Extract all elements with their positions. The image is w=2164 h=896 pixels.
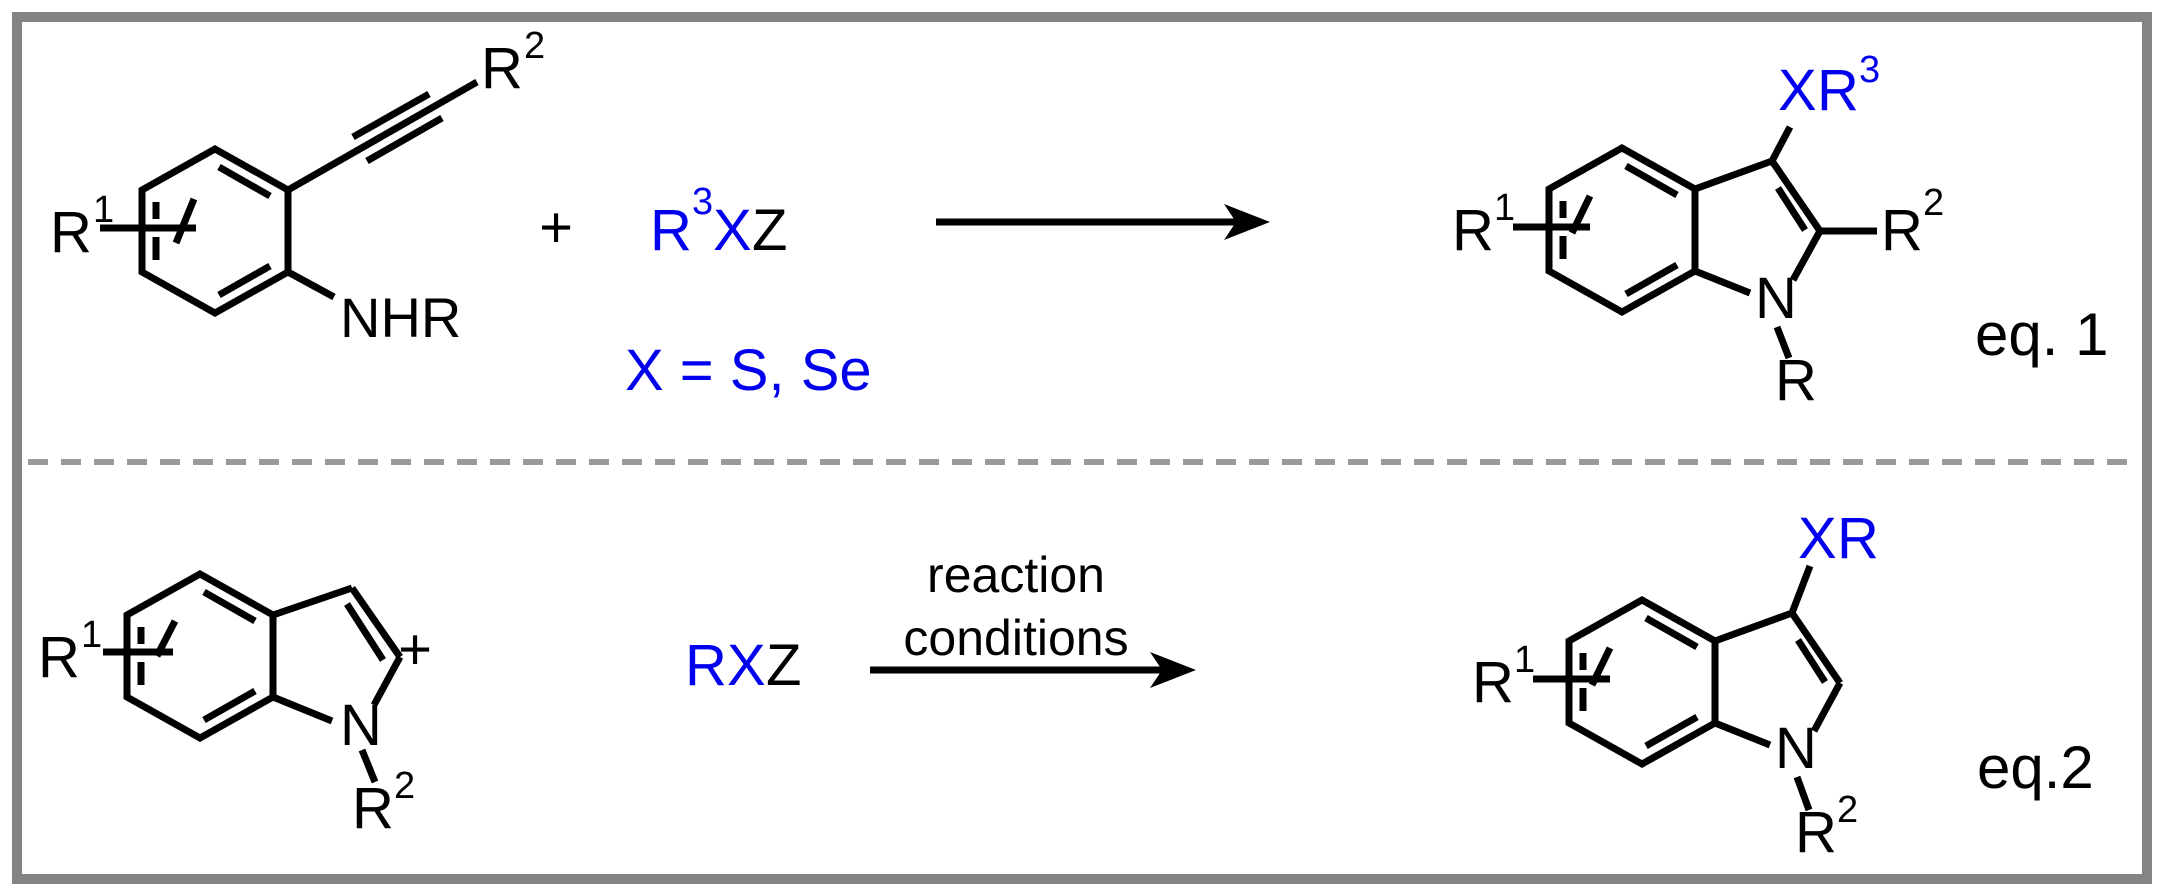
c7a-n-bond [1713, 719, 1772, 749]
c3-c2-bond [1789, 611, 1843, 685]
product-x-label: X [1798, 506, 1837, 571]
r1-superscript: 1 [93, 189, 114, 231]
reagent-rxz: R X Z [685, 633, 801, 698]
product-x-label: X [1778, 58, 1817, 123]
plus-sign: + [539, 195, 573, 260]
product-r3-label: R [1817, 58, 1859, 123]
aromatic-double-bond-line [217, 262, 272, 299]
c7a-n-bond [271, 693, 334, 725]
c3-x-bond [1768, 125, 1794, 163]
aromatic-double-bond-line [1644, 614, 1699, 651]
c7a-n-bond [1693, 267, 1752, 297]
panel-border [12, 12, 2152, 884]
reactant-2-alkynylaniline: R 1 R 2 NHR [50, 25, 545, 349]
r2-label: R [481, 36, 523, 101]
c3-c2-double-bond-line [1775, 186, 1808, 232]
reagent-r3xz: R 3 X Z [650, 181, 787, 263]
variable-attachment-tick [1568, 194, 1594, 235]
arrow-head [1224, 204, 1270, 240]
nhr-label: NHR [340, 286, 461, 349]
aromatic-double-bond-line [202, 588, 257, 625]
conditions-text-line2: conditions [903, 610, 1128, 666]
product-r2-superscript: 2 [1923, 182, 1944, 224]
aromatic-double-bond-line [1624, 261, 1679, 298]
aromatic-double-bond-line [217, 163, 272, 200]
n-r2-label: R [1795, 800, 1837, 865]
x-definition-note: X = S, Se [625, 338, 872, 403]
reaction-arrow-eq2: reaction conditions [870, 547, 1196, 688]
product-3-sulfenyl-indole-eq2: X R N R 2 R 1 [1472, 506, 1879, 865]
c3-c2-bond [349, 586, 403, 659]
reagent-r-label: R [685, 633, 727, 698]
aromatic-double-bond-line [202, 687, 257, 724]
n-r2-superscript: 2 [1837, 789, 1858, 831]
aromatic-double-bond-line [1624, 162, 1679, 199]
nitrogen-label: N [1775, 716, 1817, 781]
product-r3-superscript: 3 [1859, 49, 1880, 91]
r2-superscript: 2 [524, 25, 545, 67]
alkyne-triple-bond-line [365, 114, 444, 165]
reagent-r-superscript: 3 [692, 181, 713, 223]
n-substituent-label: R [1775, 348, 1817, 413]
r1-label: R [50, 200, 92, 265]
product-r-label: R [1837, 506, 1879, 571]
plus-sign: + [398, 617, 432, 682]
c-n-bond [286, 268, 336, 301]
pyrrole-bond [1713, 609, 1794, 645]
c3-c2-bond [1769, 159, 1823, 233]
variable-attachment-tick [172, 197, 198, 245]
variable-attachment-tick [153, 619, 179, 658]
n-r2-label: R [352, 776, 394, 841]
equation-2: R 1 N R 2 + R X Z reaction conditions [38, 506, 2094, 865]
c3-x-bond [1788, 564, 1814, 615]
variable-attachment-tick [1588, 646, 1614, 687]
product-r2-label: R [1881, 198, 1923, 263]
c2-n-bond [370, 655, 404, 707]
r1-superscript: 1 [1494, 187, 1515, 229]
arrow-head [1150, 652, 1196, 688]
nitrogen-label: N [340, 693, 382, 758]
conditions-text-line1: reaction [927, 547, 1105, 603]
c2-n-bond [1810, 681, 1844, 733]
equation-1-label: eq. 1 [1975, 301, 2108, 368]
r1-label: R [1472, 650, 1514, 715]
reagent-x-label: X [713, 198, 752, 263]
product-3-sulfenyl-indole-eq1: X R 3 R 2 N R R 1 [1452, 49, 1944, 413]
n-r2-bond [358, 748, 379, 784]
c3-c2-double-bond-line [344, 602, 386, 662]
equation-2-label: eq.2 [1977, 734, 2094, 801]
reagent-z-label: Z [766, 633, 801, 698]
reagent-r-label: R [650, 198, 692, 263]
n-r2-superscript: 2 [394, 765, 415, 807]
c3-c2-double-bond-line [1795, 638, 1828, 684]
alkyne-triple-bond-line [351, 90, 431, 141]
pyrrole-bond [271, 584, 354, 619]
reactant-indole: R 1 N R 2 [38, 569, 415, 841]
r1-superscript: 1 [1514, 639, 1535, 681]
pyrrole-bond [1693, 157, 1774, 193]
alkyne-bond-center-line [286, 78, 479, 194]
reagent-x-label: X [727, 633, 766, 698]
r1-label: R [38, 625, 80, 690]
r1-label: R [1452, 198, 1494, 263]
n-r-bond [1773, 325, 1793, 360]
nitrogen-label: N [1755, 266, 1797, 331]
reaction-arrow-eq1 [936, 204, 1270, 240]
equation-1: R 1 R 2 NHR + R 3 X Z X = S, Se [50, 25, 2108, 413]
c2-n-bond [1789, 229, 1824, 282]
benzene-ring [123, 569, 277, 743]
reagent-z-label: Z [752, 198, 787, 263]
r1-superscript: 1 [81, 614, 102, 656]
aromatic-double-bond-line [1644, 713, 1699, 750]
n-r2-bond [1793, 775, 1813, 812]
